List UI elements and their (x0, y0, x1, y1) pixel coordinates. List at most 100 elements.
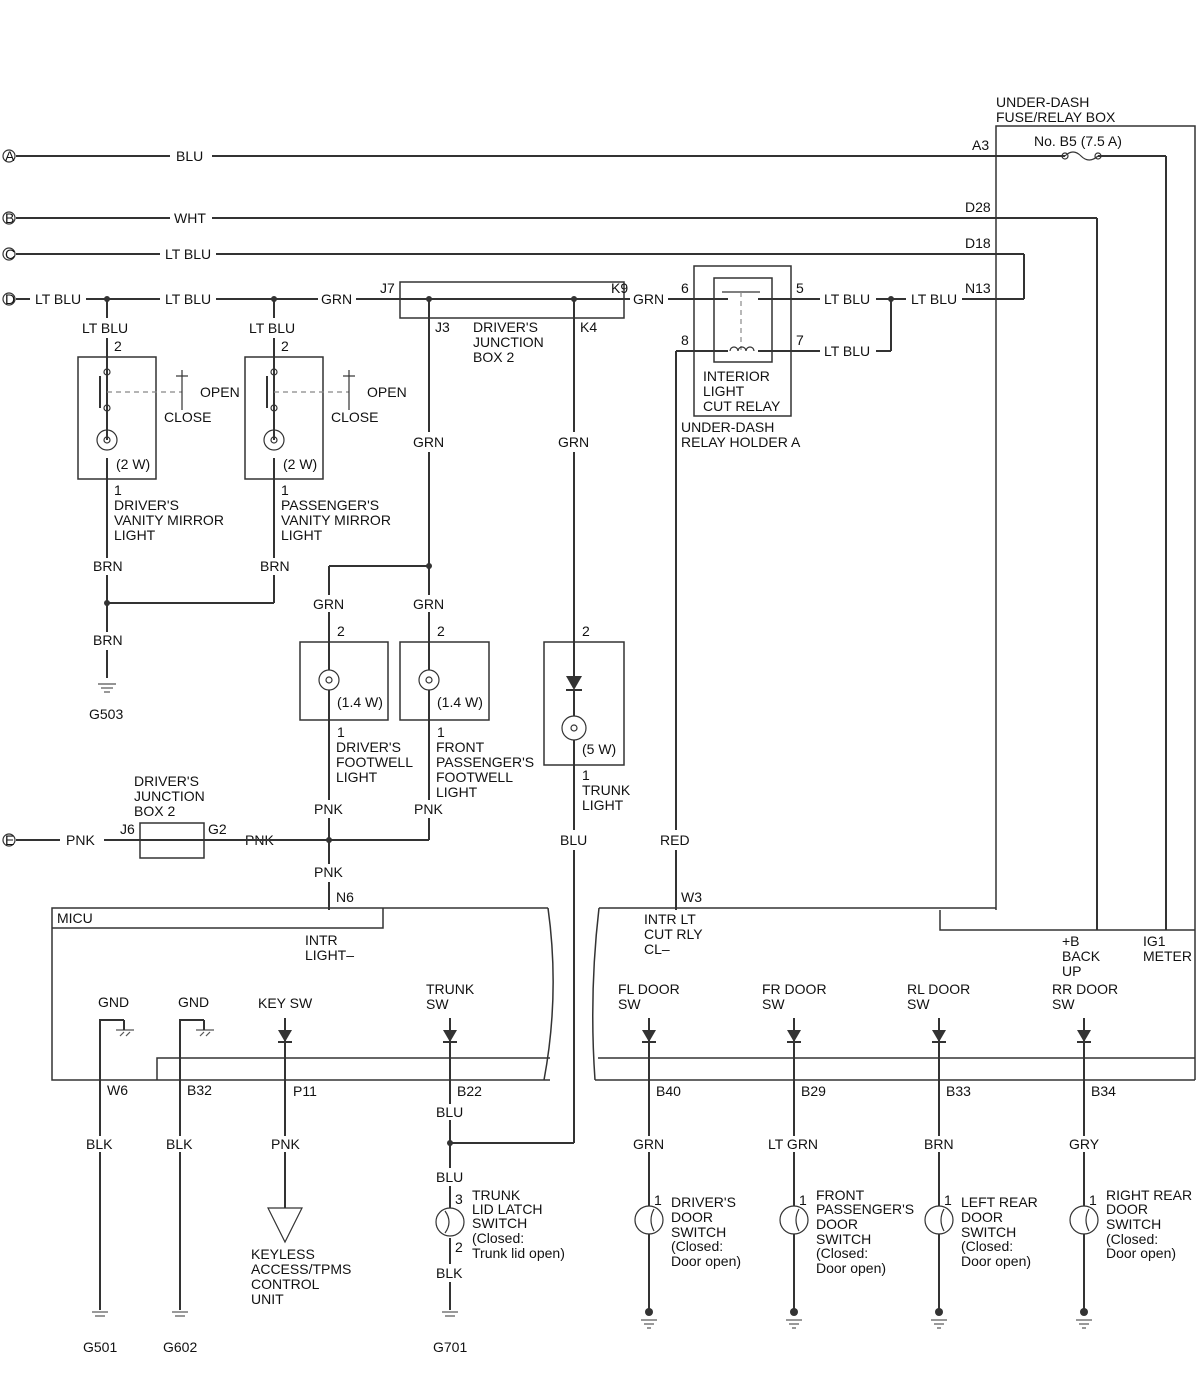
pin-w6: W6 (107, 1082, 128, 1098)
trunk-latch-wire-blk: BLK (436, 1265, 463, 1281)
pin-b33: B33 (946, 1083, 971, 1099)
rl-switch-label-5: Door open) (961, 1253, 1031, 1269)
relay-holder-label-2: RELAY HOLDER A (681, 434, 801, 450)
fl-switch-label: DRIVER'S (671, 1194, 736, 1210)
pin-k9: K9 (611, 280, 628, 296)
intr-cut-label-2: CUT RLY (644, 926, 703, 942)
pvm-wire-brn: BRN (260, 558, 290, 574)
rl-switch-label-3: SWITCH (961, 1224, 1016, 1240)
fl-switch-label-4: (Closed: (671, 1238, 723, 1254)
keyless-label-3: CONTROL (251, 1276, 320, 1292)
rr-door-sw-label: RR DOOR (1052, 981, 1118, 997)
wire-label-red: RED (660, 832, 690, 848)
trunk-latch-label-5: Trunk lid open) (472, 1245, 565, 1261)
connector-e: E (5, 832, 14, 848)
interior-light-cut-relay (675, 265, 996, 910)
footwell-wiring (276, 299, 432, 910)
relay-label: INTERIOR (703, 368, 770, 384)
rl-switch-pin-1: 1 (944, 1192, 952, 1208)
fr-switch-label: FRONT (816, 1187, 865, 1203)
drivers-footwell-light (299, 641, 389, 721)
relay-wire-ltblu-1: LT BLU (824, 291, 870, 307)
pin-p11: P11 (293, 1083, 317, 1099)
fr-switch-label-3: DOOR (816, 1216, 858, 1232)
keyless-label: KEYLESS (251, 1246, 315, 1262)
djb-label: DRIVER'S (473, 319, 538, 335)
pvm-watt: (2 W) (283, 456, 317, 472)
trunk-pin-2: 2 (582, 623, 590, 639)
dvm-watt: (2 W) (116, 456, 150, 472)
relay-pin-7: 7 (796, 332, 804, 348)
fl-switch-label-3: SWITCH (671, 1224, 726, 1240)
wire-label-wht-b: WHT (174, 210, 206, 226)
dfw-pin-2: 2 (337, 623, 345, 639)
intr-light-label-2: LIGHT– (305, 947, 354, 963)
passengers-vanity-mirror-light (244, 356, 355, 480)
backup-label: +B (1062, 933, 1080, 949)
fpf-label-4: LIGHT (436, 784, 478, 800)
rr-door-sw-label-2: SW (1052, 996, 1075, 1012)
wire-label-ltblu-d2: LT BLU (165, 291, 211, 307)
rr-switch-label-2: DOOR (1106, 1201, 1148, 1217)
trunk-watt: (5 W) (582, 741, 616, 757)
rr-switch-label-5: Door open) (1106, 1245, 1176, 1261)
pin-n6: N6 (336, 889, 354, 905)
fr-wire-ltgrn: LT GRN (768, 1136, 818, 1152)
dvm-pin-1: 1 (114, 482, 122, 498)
trunk-latch-pin-2: 2 (455, 1239, 463, 1255)
wire-label-ltblu-d1: LT BLU (35, 291, 81, 307)
fl-wire-grn: GRN (633, 1136, 664, 1152)
djb-label-3: BOX 2 (473, 349, 514, 365)
trunk-label: TRUNK (582, 782, 631, 798)
gnd1-wire-blk: BLK (86, 1136, 113, 1152)
relay-wire-ltblu-2: LT BLU (824, 343, 870, 359)
rl-door-sw-label: RL DOOR (907, 981, 970, 997)
backup-label-2: BACK (1062, 948, 1101, 964)
pin-k4: K4 (580, 319, 597, 335)
fpf-label-2: PASSENGER'S (436, 754, 534, 770)
trunk-wire-blu: BLU (560, 832, 587, 848)
fr-door-switch-wiring (779, 1018, 809, 1329)
rl-wire-brn: BRN (924, 1136, 954, 1152)
rr-switch-label-3: SWITCH (1106, 1216, 1161, 1232)
fpf-label-3: FOOTWELL (436, 769, 513, 785)
wire-label-blu-a: BLU (176, 148, 203, 164)
fr-switch-label-5: (Closed: (816, 1245, 868, 1261)
fr-door-sw-label-2: SW (762, 996, 785, 1012)
pin-b29: B29 (801, 1083, 826, 1099)
dvm-open: OPEN (200, 384, 240, 400)
trunk-wire-grn: GRN (558, 434, 589, 450)
micu-label: MICU (57, 910, 93, 926)
pin-b22: B22 (457, 1083, 482, 1099)
ig1-label-2: METER (1143, 948, 1192, 964)
ground-g701: G701 (433, 1339, 467, 1355)
pin-j6: J6 (120, 821, 135, 837)
wire-label-grn-d: GRN (321, 291, 352, 307)
djb-label-2: JUNCTION (473, 334, 544, 350)
pin-j3: J3 (435, 319, 450, 335)
fr-switch-pin-1: 1 (799, 1192, 807, 1208)
connector-d: D (5, 291, 15, 307)
connector-markers: A B C D E (2, 148, 16, 848)
vanity-mirror-wiring (98, 296, 277, 693)
top-wires (16, 155, 1167, 930)
fr-door-sw-label: FR DOOR (762, 981, 827, 997)
pin-g2: G2 (208, 821, 227, 837)
relay-wire-ltblu-3: LT BLU (911, 291, 957, 307)
fl-switch-pin-1: 1 (654, 1192, 662, 1208)
pvm-label: PASSENGER'S (281, 497, 379, 513)
intr-cut-label: INTR LT (644, 911, 696, 927)
gnd-label-1: GND (98, 994, 129, 1010)
trunk-sw-label: TRUNK (426, 981, 475, 997)
trunk-latch-label-4: (Closed: (472, 1230, 524, 1246)
pin-d28: D28 (965, 199, 991, 215)
trunk-latch-label-2: LID LATCH (472, 1201, 543, 1217)
rl-door-sw-label-2: SW (907, 996, 930, 1012)
fl-switch-label-2: DOOR (671, 1209, 713, 1225)
rr-switch-label: RIGHT REAR (1106, 1187, 1192, 1203)
relay-pin-6: 6 (681, 280, 689, 296)
rl-switch-label-4: (Closed: (961, 1238, 1013, 1254)
n6-wire-pnk: PNK (314, 864, 343, 880)
e-wire-pnk-1: PNK (66, 832, 95, 848)
